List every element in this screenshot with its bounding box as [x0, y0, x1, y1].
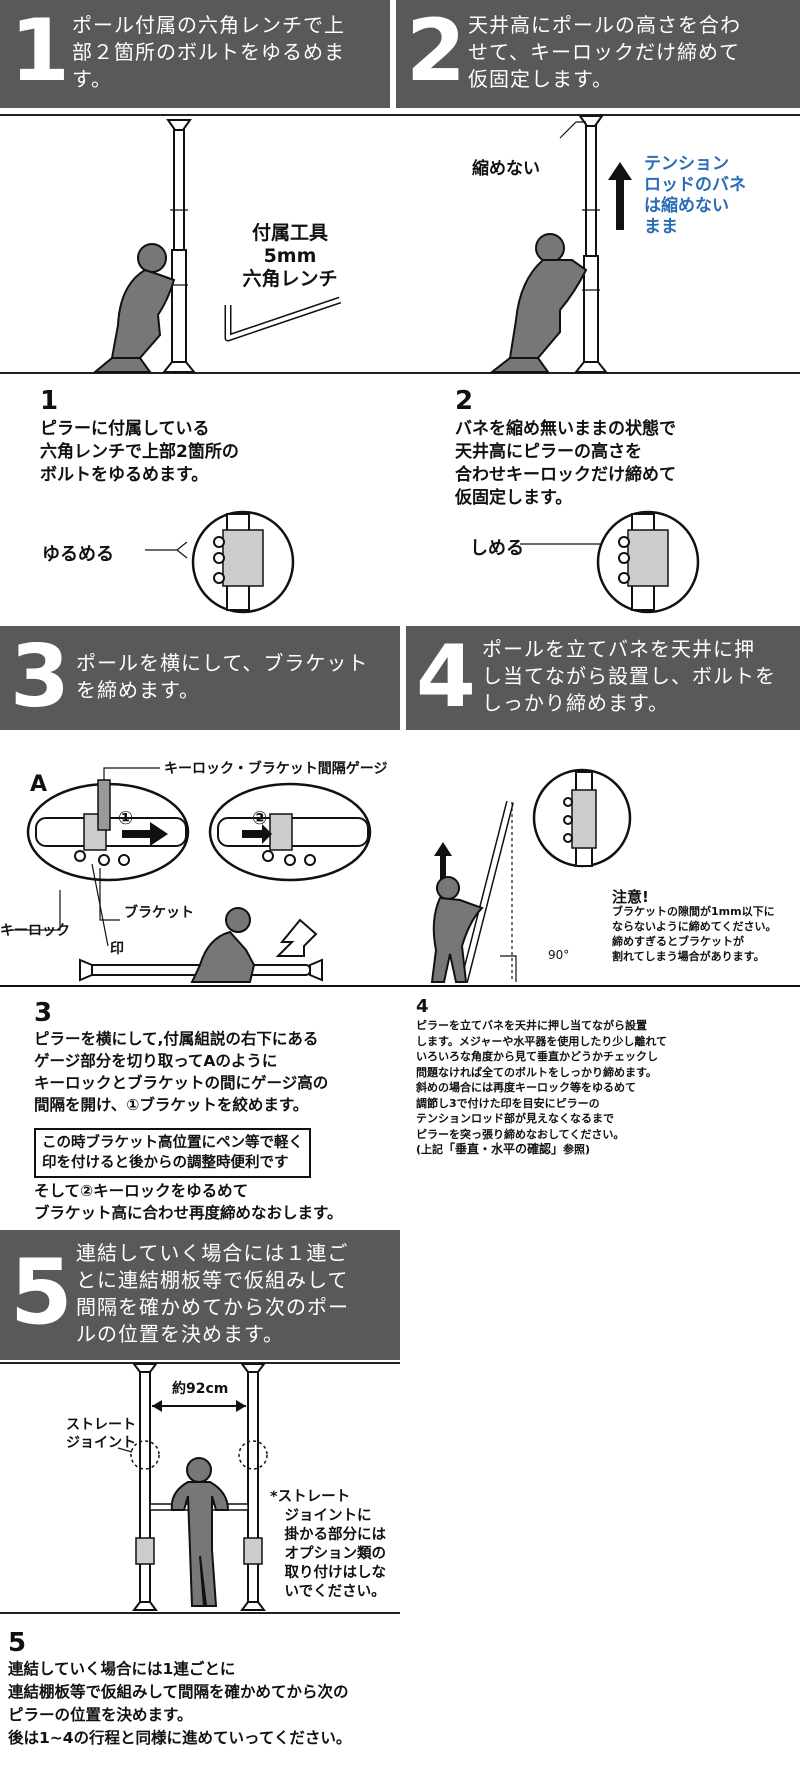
- step2-header-band: 2 天井高にポールの高さを合わ せて、キーロックだけ締めて 仮固定します。: [396, 0, 800, 108]
- step5-illustration: [117, 1363, 268, 1611]
- step3-band-text: ポールを横にして、ブラケット を締めます。: [76, 651, 369, 702]
- step3-illustration: [0, 767, 400, 987]
- step5-number: 5: [8, 1628, 27, 1658]
- step4-text: ピラーを立てバネを天井に押し当てながら設置 します。メジャーや水平器を使用したり…: [416, 1018, 667, 1158]
- step3-circle-1: ①: [118, 808, 134, 829]
- floor-line-5: [0, 1612, 400, 1614]
- step5-distance-label: 約92cm: [172, 1381, 229, 1397]
- ceiling-line-1: [0, 114, 800, 116]
- step4-ref-bold: 「垂直・水平の確認」: [443, 1142, 564, 1156]
- step3-band-number: 3: [10, 627, 70, 727]
- step4-number: 4: [416, 996, 429, 1017]
- step1-header-band: 1 ポール付属の六角レンチで上 部２箇所のボルトをゆるめま す。: [0, 0, 390, 108]
- step2-tension-note: テンション ロッドのバネ は縮めない まま: [644, 154, 746, 237]
- step2-bolt-detail: [520, 510, 700, 614]
- step3-gauge-label: キーロック・ブラケット間隔ゲージ: [164, 761, 388, 777]
- step4-ref-open: (上記: [416, 1143, 444, 1156]
- step2-text: バネを縮め無いままの状態で 天井高にピラーの高さを 合わせキーロックだけ締めて …: [455, 419, 676, 508]
- step5-band-number: 5: [10, 1240, 73, 1345]
- step5-joint-note: *ストレート ジョイントに 掛かる部分には オプション類の 取り付けはしな いで…: [270, 1489, 386, 1600]
- step3-keylock-label: キーロック: [0, 923, 70, 939]
- step1-illustration: [92, 119, 342, 373]
- step4-caution-title: 注意!: [612, 888, 649, 906]
- step3-box-note: この時ブラケット高位置にペン等で軽く 印を付けると後からの調整時便利です: [34, 1128, 311, 1178]
- step2-callout-tighten: しめる: [470, 538, 524, 559]
- step3-bracket-label: ブラケット: [124, 905, 194, 921]
- step1-band-number: 1: [10, 1, 70, 101]
- step4-band-number: 4: [416, 627, 476, 727]
- step4-text-main: ピラーを立てバネを天井に押し当てながら設置 します。メジャーや水平器を使用したり…: [416, 1019, 668, 1141]
- step2-illustration: [489, 115, 632, 373]
- step3-text-2: そして②キーロックをゆるめて ブラケット高に合わせ再度締めなおします。: [34, 1182, 343, 1222]
- step4-band-text: ポールを立てバネを天井に押 し当てながら設置し、ボルトを しっかり締めます。: [482, 637, 776, 715]
- step2-number: 2: [455, 386, 474, 416]
- step4-ref-close: 参照): [563, 1143, 591, 1156]
- step5-band-text: 連結していく場合には１連ご とに連結棚板等で仮組みして 間隔を確かめてから次のポ…: [76, 1241, 349, 1346]
- step2-band-text: 天井高にポールの高さを合わ せて、キーロックだけ締めて 仮固定します。: [468, 13, 741, 91]
- step5-text: 連結していく場合には1連ごとに 連結棚板等で仮組みして間隔を確かめてから次の ピ…: [8, 1660, 352, 1747]
- step1-callout-loosen: ゆるめる: [42, 544, 114, 565]
- step3-circle-2: ②: [252, 808, 268, 829]
- step3-text: ピラーを横にして,付属組説の右下にある ゲージ部分を切り取ってAのように キーロ…: [34, 1030, 329, 1114]
- step1-number: 1: [40, 386, 59, 416]
- step3-mark-label: 印: [110, 941, 124, 957]
- step1-text: ピラーに付属している 六角レンチで上部2箇所の ボルトをゆるめます。: [40, 419, 239, 485]
- step1-tool-label: 付属工具 5mm 六角レンチ: [242, 222, 338, 290]
- step3-label-a: A: [30, 772, 48, 797]
- ceiling-line-5: [0, 1362, 400, 1364]
- step4-angle-label: 90°: [548, 948, 570, 962]
- step5-header-band: 5 連結していく場合には１連ご とに連結棚板等で仮組みして 間隔を確かめてから次…: [0, 1230, 400, 1360]
- step4-header-band: 4 ポールを立てバネを天井に押 し当てながら設置し、ボルトを しっかり締めます。: [406, 626, 800, 730]
- step3-header-band: 3 ポールを横にして、ブラケット を締めます。: [0, 626, 400, 730]
- step2-band-number: 2: [406, 1, 466, 101]
- floor-line-1: [0, 372, 800, 374]
- step2-no-shrink-label: 縮めない: [472, 159, 540, 179]
- step1-band-text: ポール付属の六角レンチで上 部２箇所のボルトをゆるめま す。: [72, 13, 345, 91]
- step3-number: 3: [34, 998, 53, 1028]
- step5-straight-joint-label: ストレート ジョイント: [66, 1417, 136, 1451]
- step4-illustration: [400, 768, 800, 987]
- step4-caution-text: ブラケットの隙間が1mm以下に ならないように締めてください。 締めすぎるとブラ…: [612, 905, 777, 963]
- step1-bolt-detail: [145, 510, 295, 614]
